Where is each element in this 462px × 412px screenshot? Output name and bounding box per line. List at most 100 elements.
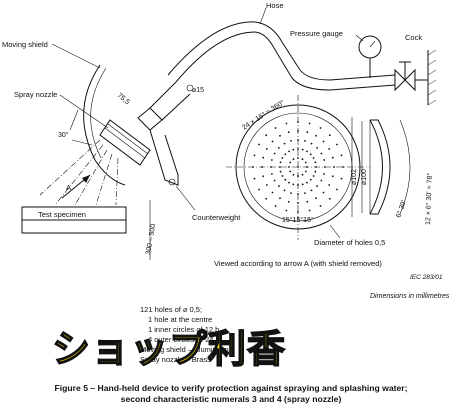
spray-hole xyxy=(320,179,323,182)
spray-hole xyxy=(314,170,317,173)
spray-hole xyxy=(306,181,308,184)
spray-hole xyxy=(312,175,315,177)
dim-circle-angle: 24 × 15° = 360° xyxy=(241,98,286,131)
spray-hole xyxy=(292,158,295,161)
spray-hole xyxy=(297,148,299,150)
spray-hole xyxy=(306,131,309,134)
spray-hole xyxy=(308,209,311,212)
spray-hole xyxy=(297,184,299,186)
spray-hole xyxy=(331,175,334,178)
spray-hole xyxy=(315,134,317,137)
note-item: 4 outer circles of 24 h xyxy=(148,335,220,344)
note-item: 1 inner circles of 12 h xyxy=(148,325,220,334)
caption-line-1: Figure 5 – Hand-held device to verify pr… xyxy=(54,383,408,393)
spray-hole xyxy=(323,159,325,161)
spray-hole xyxy=(297,157,299,159)
spray-hole xyxy=(316,147,318,149)
spray-hole xyxy=(301,183,304,186)
spray-hole xyxy=(271,159,273,161)
spray-hole xyxy=(258,188,260,191)
dim-side-12-6-30: 12 × 6° 30' = 78° xyxy=(424,173,434,226)
spray-hole xyxy=(331,156,334,159)
dim-d102: ⌀102 xyxy=(351,169,358,185)
spray-hole xyxy=(297,121,299,123)
spray-hole xyxy=(306,150,308,153)
spray-hole xyxy=(265,184,268,186)
spray-hole xyxy=(290,192,292,195)
dim-d15: ⌀15 xyxy=(192,87,204,94)
spray-hole xyxy=(297,202,299,204)
spray-hole xyxy=(292,183,295,186)
spray-pattern xyxy=(39,139,119,206)
spray-hole xyxy=(283,189,286,192)
spray-hole xyxy=(279,166,281,168)
spray-hole xyxy=(319,205,322,207)
nozzle-side-view xyxy=(351,117,391,217)
spray-hole xyxy=(253,177,256,180)
spray-hole xyxy=(262,175,265,178)
spray-hole xyxy=(306,200,309,203)
dim-angle-30: 30° xyxy=(58,131,69,139)
spray-hole xyxy=(289,170,292,173)
test-specimen-label: Test specimen xyxy=(38,210,86,219)
spray-hole xyxy=(297,139,299,141)
spray-hole xyxy=(320,152,323,155)
spray-hole xyxy=(316,185,318,188)
spray-hole xyxy=(323,173,325,175)
spray-hole xyxy=(278,185,280,188)
spray-hole xyxy=(265,148,268,150)
pressure-gauge xyxy=(355,34,382,78)
dim-15-15-15: 15°15°15° xyxy=(282,216,314,224)
test-specimen xyxy=(21,206,127,234)
spray-hole xyxy=(265,134,268,137)
dim-300-500: 300 – 500 xyxy=(145,223,157,255)
spray-hole xyxy=(292,173,295,176)
spray-hole xyxy=(271,173,273,175)
spray-hole xyxy=(297,166,299,168)
spray-hole xyxy=(288,181,290,184)
spray-hole xyxy=(292,148,295,151)
spray-hole xyxy=(304,161,307,164)
nozzle-handle xyxy=(137,81,194,186)
spray-hole xyxy=(284,178,287,181)
note-item: Moving shield – Aluminium xyxy=(140,345,229,354)
nozzle-face-view xyxy=(226,95,370,240)
units-note: Dimensions in millimetres xyxy=(370,293,450,300)
spray-hole xyxy=(340,154,343,157)
note-item: 121 holes of ⌀ 0,5; xyxy=(140,305,203,314)
figure-caption: Figure 5 – Hand-held device to verify pr… xyxy=(0,383,462,405)
dim-75-5: 75,5 xyxy=(116,92,131,106)
shop-watermark: ショップ利香 xyxy=(51,326,287,372)
spray-hole xyxy=(289,161,292,164)
spray-hole xyxy=(285,122,288,125)
spray-hole xyxy=(297,175,299,177)
spray-hole xyxy=(340,177,343,180)
cock-label: Cock xyxy=(405,33,422,42)
spray-hole xyxy=(333,166,335,168)
spray-hole xyxy=(328,184,331,186)
spray-hole xyxy=(288,150,290,153)
spray-hole xyxy=(336,188,338,191)
spray-hole xyxy=(281,157,284,159)
spray-hole xyxy=(262,156,265,159)
note-item: 1 hole at the centre xyxy=(148,315,213,324)
spray-hole xyxy=(297,211,299,213)
spray-hole xyxy=(261,166,263,168)
spray-hole xyxy=(301,158,304,161)
spray-hole xyxy=(288,166,290,168)
iec-reference: IEC 283/01 xyxy=(410,274,443,281)
spray-hole xyxy=(304,140,306,142)
cock-valve xyxy=(394,49,437,106)
spray-hole xyxy=(283,142,286,145)
view-arrow-a xyxy=(61,174,91,199)
moving-shield xyxy=(83,64,126,186)
spray-hole xyxy=(310,142,313,145)
spray-hole xyxy=(304,192,306,195)
spray-hole xyxy=(308,122,311,125)
pressure-gauge-label: Pressure gauge xyxy=(290,29,343,38)
viewed-according-label: Viewed according to arrow A (with shield… xyxy=(214,259,382,268)
holes-diameter-label: Diameter of holes 0,5 xyxy=(314,238,385,247)
spray-hole xyxy=(319,127,322,129)
spray-hole xyxy=(273,179,276,182)
